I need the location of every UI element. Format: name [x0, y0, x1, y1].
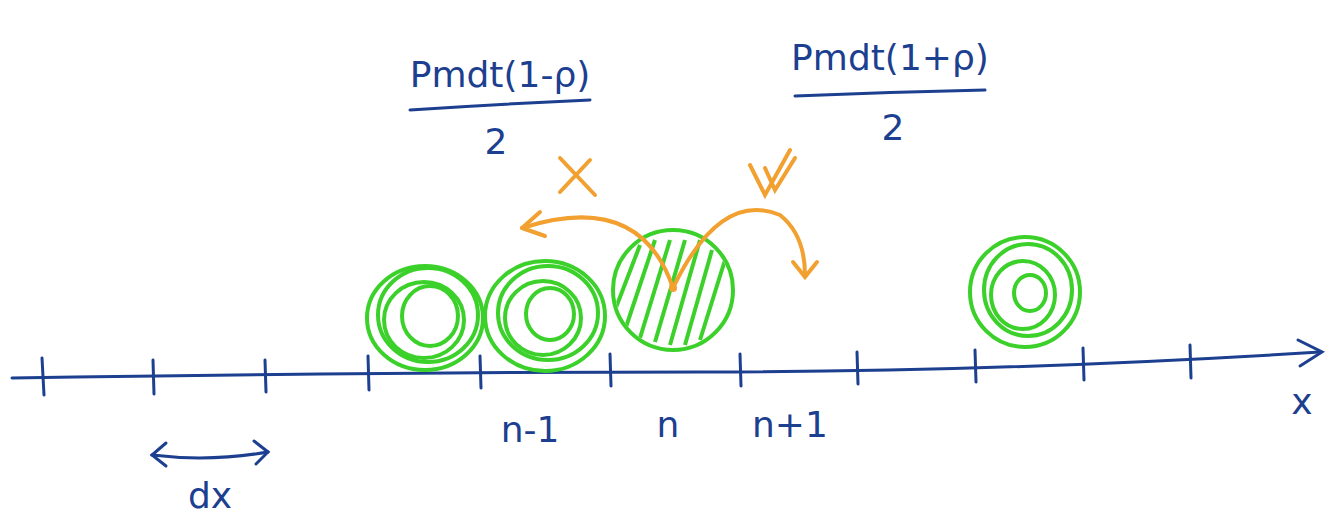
site-index: n: [657, 405, 680, 445]
rate-denominator: 2: [485, 122, 508, 162]
axis-label: x: [1291, 382, 1312, 422]
hop-origin: [669, 284, 677, 292]
dx-arrow: [152, 441, 268, 466]
particles: [367, 230, 1080, 371]
hop-arrows: [522, 150, 817, 288]
site-index: n-1: [501, 410, 560, 450]
rate-numerator: Pmdt(1+ρ): [791, 38, 989, 78]
rate-denominator: 2: [882, 108, 905, 148]
site-index: n+1: [752, 405, 828, 445]
spacing-label: dx: [188, 476, 232, 516]
rate-numerator: Pmdt(1-ρ): [410, 55, 591, 95]
